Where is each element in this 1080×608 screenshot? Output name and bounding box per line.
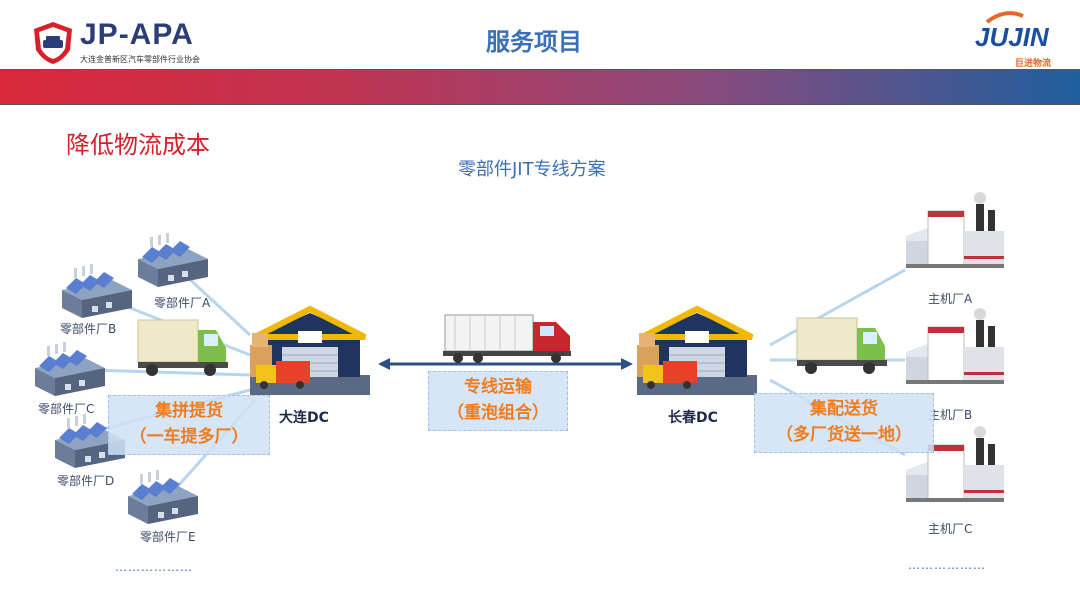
dc-label-changchun: 长春DC (668, 410, 718, 426)
callout-deliver: 集配送货 （多厂货送一地） (754, 393, 934, 453)
deliver-truck-icon (796, 317, 888, 375)
oem-b-icon (905, 307, 1005, 385)
oems-more-ellipsis: ……………… (908, 558, 986, 572)
changchun-dc-icon (637, 309, 757, 395)
section-title: 降低物流成本 (66, 131, 210, 159)
oem-label-c: 主机厂C (928, 522, 973, 536)
supplier-label-c: 零部件厂C (38, 402, 95, 416)
trunk-truck-icon (443, 314, 571, 363)
jpapa-logo-shield-icon (34, 22, 72, 64)
brand-logo: JUJIN (975, 22, 1049, 52)
oem-label-a: 主机厂A (928, 292, 973, 306)
supplier-label-b: 零部件厂B (60, 322, 117, 336)
supplier-label-a: 零部件厂A (154, 296, 211, 310)
supplier-factory-b-icon (62, 264, 132, 318)
trunk-line-arrow (378, 358, 633, 370)
callout-trunk-line2: （重泡组合） (447, 403, 549, 423)
supplier-factory-c-icon (35, 342, 105, 396)
callout-trunk: 专线运输 （重泡组合） (428, 371, 568, 431)
oem-a-icon (905, 191, 1005, 269)
dc-label-dalian: 大连DC (279, 410, 329, 426)
supplier-label-e: 零部件厂E (140, 530, 196, 544)
collect-truck-icon (137, 319, 229, 377)
supplier-factory-a-icon (138, 233, 208, 287)
supplier-factory-e-icon (128, 470, 198, 524)
dalian-dc-icon (250, 309, 370, 395)
callout-deliver-line2: （多厂货送一地） (776, 425, 912, 445)
supplier-label-d: 零部件厂D (57, 474, 115, 488)
logo-subtitle: 大连金普新区汽车零部件行业协会 (80, 55, 200, 64)
callout-trunk-line1: 专线运输 (464, 377, 532, 397)
brand-subtitle: 巨进物流 (1015, 59, 1052, 69)
diagram-subtitle: 零部件JIT专线方案 (458, 159, 606, 180)
header-bar (0, 69, 1080, 105)
callout-deliver-line1: 集配送货 (810, 399, 878, 419)
jujin-swoosh-icon (985, 11, 1024, 24)
callout-collect-line2: （一车提多厂） (129, 427, 249, 447)
callout-collect-line1: 集拼提货 (155, 401, 223, 421)
logo-text: JP-APA (80, 18, 194, 51)
callout-collect: 集拼提货 （一车提多厂） (108, 395, 270, 455)
page-title: 服务项目 (486, 28, 582, 56)
oem-label-b: 主机厂B (928, 408, 973, 422)
suppliers-more-ellipsis: ……………… (115, 560, 193, 574)
